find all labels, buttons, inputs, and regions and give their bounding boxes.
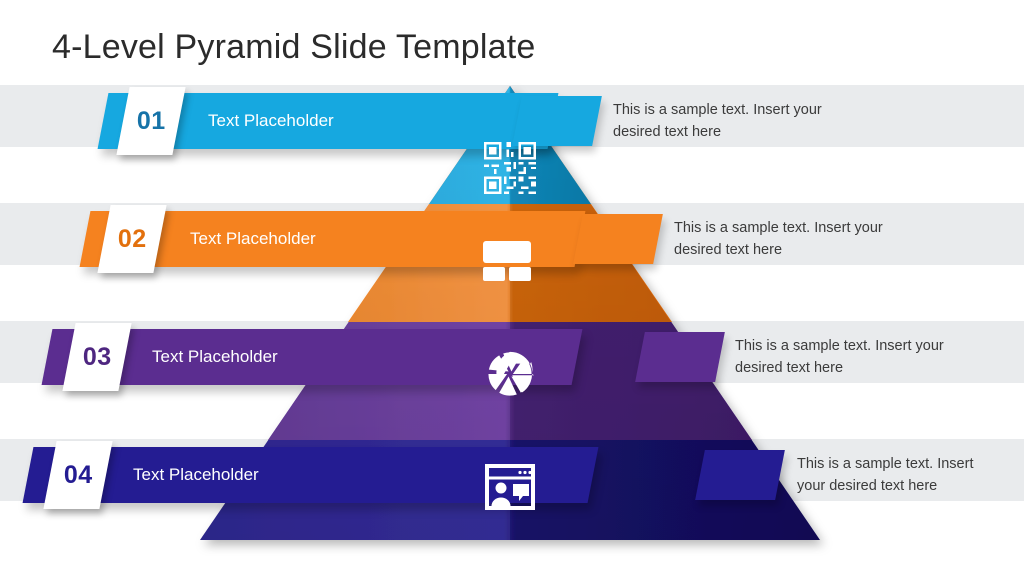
level-label-1: Text Placeholder (208, 111, 334, 130)
level-description-2: This is a sample text. Insert your desir… (674, 220, 883, 259)
level-tab-3 (635, 332, 725, 382)
level-label-2: Text Placeholder (190, 229, 316, 248)
level-tab-4 (695, 450, 785, 500)
level-description-4: This is a sample text. Insert your desir… (797, 456, 974, 495)
page-title: 4-Level Pyramid Slide Template (52, 28, 536, 66)
layout-grid-icon (481, 239, 533, 288)
level-label-4: Text Placeholder (133, 465, 259, 484)
level-number-3: 03 (82, 342, 112, 371)
level-number-chip-1: 01 (116, 87, 186, 155)
level-number-2: 02 (117, 224, 147, 253)
level-tab-2 (573, 214, 663, 264)
level-label-3: Text Placeholder (152, 347, 278, 366)
level-description-1: This is a sample text. Insert your desir… (613, 102, 822, 141)
qr-code-icon (484, 142, 536, 199)
level-band-1[interactable]: 01 Text Placeholder (97, 87, 559, 155)
level-number-1: 01 (136, 106, 166, 135)
level-description-3: This is a sample text. Insert your desir… (735, 338, 944, 377)
level-tab-1 (512, 96, 602, 146)
camera-aperture-icon (483, 346, 537, 403)
level-number-chip-3: 03 (62, 323, 132, 391)
level-number-chip-4: 04 (43, 441, 113, 509)
level-number-4: 04 (63, 460, 93, 489)
level-number-chip-2: 02 (97, 205, 167, 273)
video-call-window-icon (485, 464, 535, 515)
